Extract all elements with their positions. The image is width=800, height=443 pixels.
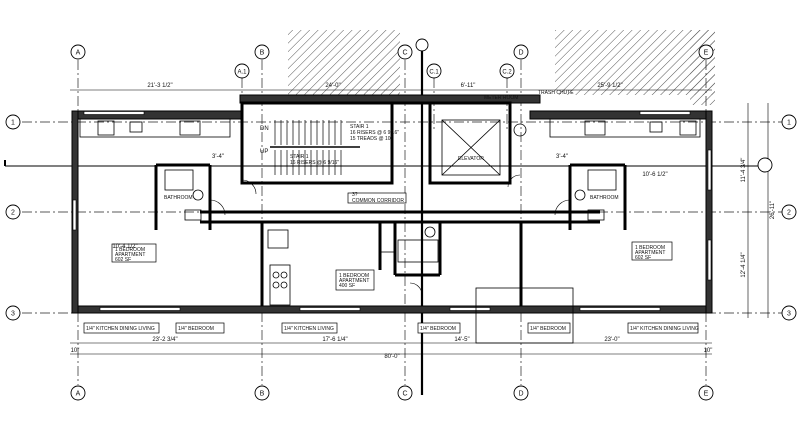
dimension-lines	[70, 89, 769, 355]
grid-labels: A B C D E A B C D E A.1 C.1 C.2 1 2 3 1 …	[11, 50, 791, 398]
apt-center-word: APARTMENT	[339, 278, 369, 284]
grid-bubble-c-top	[397, 44, 413, 60]
grid-bubble-a-bottom	[70, 385, 86, 401]
grid-label-c2: C.2	[502, 70, 512, 76]
apt-right-type: 1 BEDROOM	[635, 245, 665, 251]
dim-bottom-2: 17'-6 1/4"	[322, 337, 347, 343]
apt-right-area: 602 SF	[635, 255, 651, 261]
apt-left-word: APARTMENT	[115, 252, 145, 258]
dim-misc-4: 3'-4"	[556, 154, 568, 160]
grid-label-1: 1	[11, 120, 15, 127]
apt-left-type: 1 BEDROOM	[115, 247, 145, 253]
grid-label-3: 3	[11, 311, 15, 318]
tag-3: 1/4" KITCHEN LIVING	[284, 326, 334, 332]
dim-misc-6: 10"	[704, 348, 713, 354]
apt-center-type: 1 BEDROOM	[339, 273, 369, 279]
tag-2: 1/4" BEDROOM	[178, 326, 214, 332]
dim-right-1: 11'-4 3/4"	[741, 158, 747, 183]
bath-left-label: BATHROOM	[164, 195, 193, 201]
grid-bubble-e-top	[698, 44, 714, 60]
dim-misc-1: 10'-6 1/2"	[642, 172, 667, 178]
corridor-code: 3?	[352, 192, 358, 198]
apt-right-word: APARTMENT	[635, 250, 665, 256]
section-marker-top	[415, 38, 429, 52]
grid-bubble-d-bottom	[513, 385, 529, 401]
grid-label-d: D	[518, 50, 523, 57]
grid-bubble-a-top	[70, 44, 86, 60]
grid-bubble-1-right	[781, 114, 797, 130]
stair-label-2: 16 RISERS @ 6 9/16"	[350, 130, 399, 136]
grid-label-c-bottom: C	[402, 391, 407, 398]
stair-label-5: 16 RISERS @ 6 9/16"	[290, 160, 339, 166]
dim-misc-3: 3'-4"	[212, 154, 224, 160]
grid-label-a1: A.1	[237, 70, 247, 76]
grid-bubble-d-top	[513, 44, 529, 60]
dim-overall: 80'-0"	[384, 354, 399, 360]
stair-dn: DN	[260, 126, 269, 132]
tag-1: 1/4" KITCHEN DINING LIVING	[86, 326, 155, 332]
grid-label-e-bottom: E	[704, 391, 709, 398]
grid-bubble-c2	[499, 63, 515, 79]
stair-treads	[270, 120, 360, 175]
dim-misc-5: 10"	[71, 348, 80, 354]
grid-bubble-1-left	[5, 114, 21, 130]
elevator-shaft	[441, 119, 501, 176]
door-swings	[209, 174, 571, 296]
grid-bubble-b-bottom	[254, 385, 270, 401]
grid-bubble-b-top	[254, 44, 270, 60]
grid-label-3-right: 3	[787, 311, 791, 318]
grid-bubble-2-left	[5, 204, 21, 220]
elevator-label: ELEVATOR	[458, 156, 484, 162]
grid-label-a-bottom: A	[76, 391, 81, 398]
grid-bubble-e-bottom	[698, 385, 714, 401]
stair-label-4: STAIR 1	[290, 154, 309, 160]
tag-4: 1/4" BEDROOM	[420, 326, 456, 332]
grid-label-c1: C.1	[429, 70, 439, 76]
tag-5: 1/4" BEDROOM	[530, 326, 566, 332]
stair-up: UP	[260, 149, 268, 155]
grid-label-2-right: 2	[787, 210, 791, 217]
grid-label-b: B	[260, 50, 265, 57]
grid-label-a: A	[76, 50, 81, 57]
dim-misc-2: 10'-4 1/2"	[112, 244, 137, 250]
apt-left-area: 602 SF	[115, 257, 131, 263]
dim-top-3: 6'-11"	[461, 83, 476, 89]
dim-bottom-1: 23'-2 3/4"	[152, 337, 177, 343]
stair-label-1: STAIR 1	[350, 124, 369, 130]
apt-center-area: 400 SF	[339, 283, 355, 289]
tag-6: 1/4" KITCHEN DINING LIVING	[630, 326, 699, 332]
dim-top-4: 25'-9 1/2"	[597, 83, 622, 89]
dim-right-total: 26'-11"	[770, 201, 776, 219]
room-tag-boxes	[83, 192, 699, 334]
stair-label-3: 15 TREADS @ 10"	[350, 136, 393, 142]
meter-room-label: METER ROOM	[484, 95, 518, 101]
adjacent-building-hatch	[288, 30, 715, 105]
grid-label-1-right: 1	[787, 120, 791, 127]
dim-bottom-4: 23'-0"	[604, 337, 619, 343]
dimension-labels: 21'-3 1/2" 24'-0" 6'-11" 25'-9 1/2" 23'-…	[71, 83, 776, 360]
grid-bubble-2-right	[781, 204, 797, 220]
grid-bubble-a1	[234, 63, 250, 79]
grid-label-d-bottom: D	[518, 391, 523, 398]
grid-bubble-c-bottom	[397, 385, 413, 401]
dim-bottom-3: 14'-5"	[454, 337, 469, 343]
grid-bubble-3-right	[781, 305, 797, 321]
grid-label-c: C	[402, 50, 407, 57]
grid-bubbles	[5, 38, 797, 401]
dim-right-2: 12'-4 1/4"	[741, 252, 747, 277]
section-marker-right	[757, 157, 773, 173]
dim-top-2: 24'-0"	[325, 83, 340, 89]
corridor-label: COMMON CORRIDOR	[352, 198, 404, 204]
grid-label-e: E	[704, 50, 709, 57]
grid-bubble-c1	[426, 63, 442, 79]
trash-chute-label: TRASH CHUTE	[538, 90, 574, 96]
grid-bubble-3-left	[5, 305, 21, 321]
grid-label-b-bottom: B	[260, 391, 265, 398]
core-walls	[154, 101, 627, 306]
grid-label-2: 2	[11, 210, 15, 217]
room-labels: STAIR 1 16 RISERS @ 6 9/16" 15 TREADS @ …	[86, 90, 699, 332]
dim-top-1: 21'-3 1/2"	[147, 83, 172, 89]
bath-right-label: BATHROOM	[590, 195, 619, 201]
